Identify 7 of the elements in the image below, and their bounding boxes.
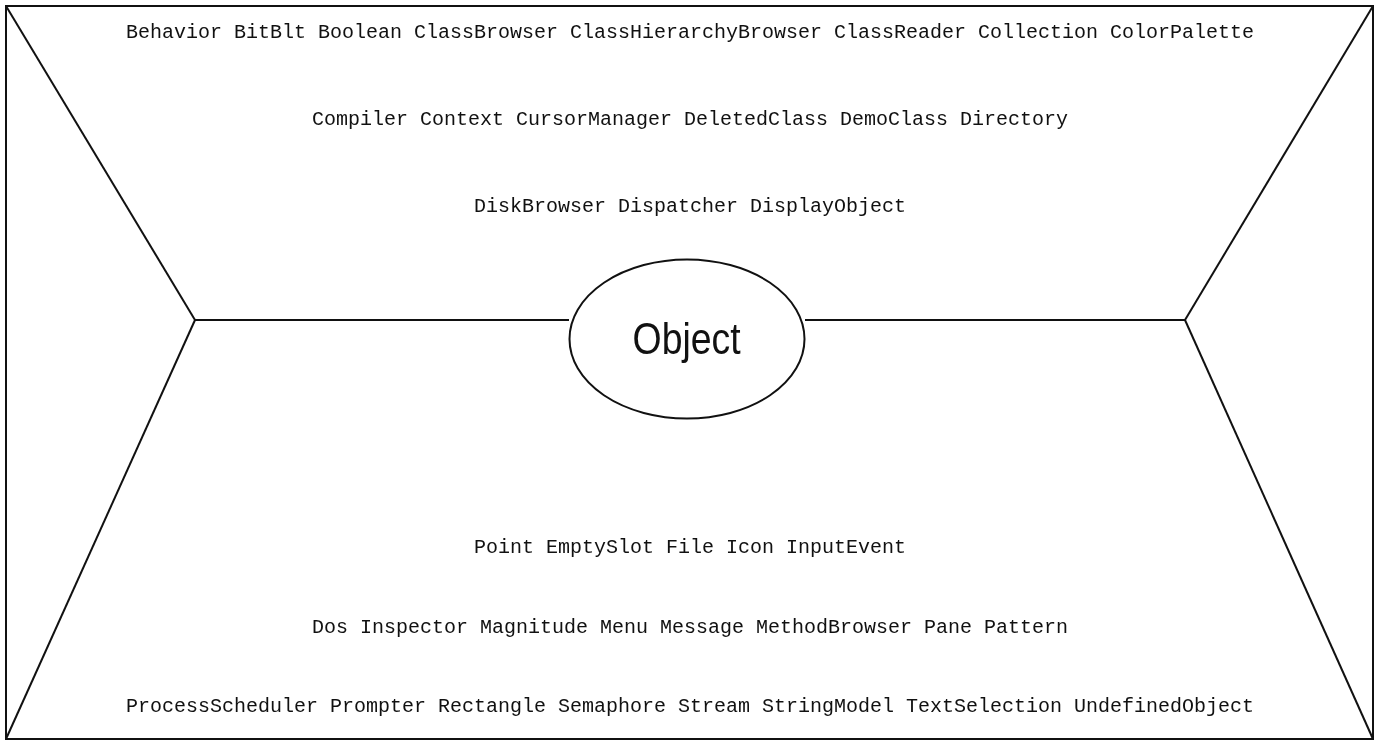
root-class-name: Object <box>632 314 742 364</box>
class-name-list: Compiler Context CursorManager DeletedClass DemoClass Directory <box>311 107 1069 133</box>
class-name-list: DiskBrowser Dispatcher DisplayObject <box>473 194 907 220</box>
class-name-list: Point EmptySlot File Icon InputEvent <box>473 535 907 561</box>
class-name-list: ProcessScheduler Prompter Rectangle Semaphore Stream StringModel TextSelection UndefinedObject <box>125 694 1255 720</box>
class-name-list: Behavior BitBlt Boolean ClassBrowser ClassHierarchyBrowser ClassReader Collection ColorPalette <box>125 20 1255 46</box>
class-name-list: Dos Inspector Magnitude Menu Message MethodBrowser Pane Pattern <box>311 614 1069 641</box>
